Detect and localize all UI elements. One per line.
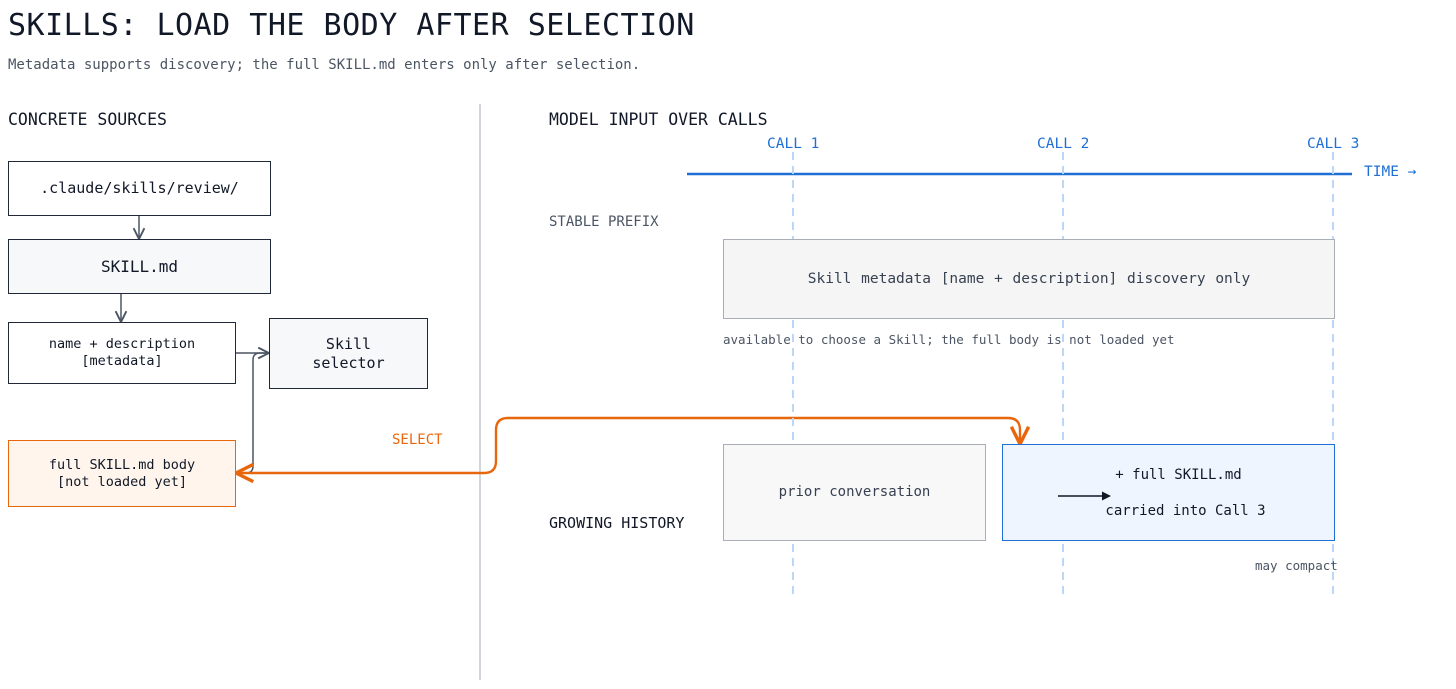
- arrow-selector-to-body: [236, 352, 269, 473]
- call-3-label: CALL 3: [1307, 136, 1360, 152]
- skills-path-box: .claude/skills/review/: [8, 161, 271, 216]
- prefix-note: available to choose a Skill; the full bo…: [723, 332, 1175, 347]
- skill-md-box: SKILL.md: [8, 239, 271, 294]
- carry-arrow-icon: [1058, 491, 1111, 501]
- select-label: SELECT: [392, 432, 443, 448]
- call-2-label: CALL 2: [1037, 136, 1090, 152]
- stable-prefix-label: STABLE PREFIX: [549, 214, 659, 230]
- loaded-skill-line1: + full SKILL.md: [1115, 466, 1242, 483]
- page-subtitle: Metadata supports discovery; the full SK…: [8, 57, 641, 73]
- compact-note: may compact: [1255, 558, 1338, 573]
- skill-selector-box: Skill selector: [269, 318, 428, 389]
- skill-body-box: full SKILL.md body [not loaded yet]: [8, 440, 236, 507]
- loaded-skill-box: + full SKILL.md carried into Call 3: [1002, 444, 1335, 541]
- page-title: SKILLS: LOAD THE BODY AFTER SELECTION: [8, 8, 695, 43]
- time-label: TIME →: [1364, 164, 1417, 180]
- call-1-label: CALL 1: [767, 136, 820, 152]
- concrete-sources-heading: CONCRETE SOURCES: [8, 110, 167, 129]
- growing-history-label: GROWING HISTORY: [549, 514, 685, 532]
- stable-prefix-box: Skill metadata [name + description] disc…: [723, 239, 1335, 319]
- model-input-heading: MODEL INPUT OVER CALLS: [549, 110, 768, 129]
- metadata-box: name + description [metadata]: [8, 322, 236, 384]
- loaded-skill-line2: carried into Call 3: [1105, 502, 1266, 519]
- prior-conversation-box: prior conversation: [723, 444, 986, 541]
